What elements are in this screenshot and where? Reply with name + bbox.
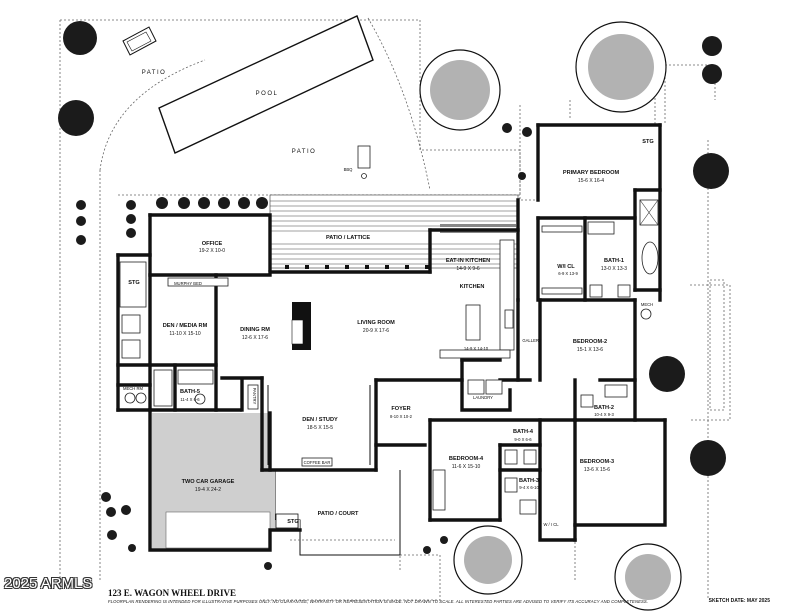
dining-dims: 12-6 X 17-6 xyxy=(242,335,268,341)
primary-bedroom-label: PRIMARY BEDROOM xyxy=(563,170,620,176)
bath5-dims: 11-4 X 6-6 xyxy=(180,397,200,402)
bath2-dims: 10-4 X 9-3 xyxy=(594,412,614,417)
mech-west-label: MECH RM xyxy=(123,386,144,391)
wic-dims: 6-9 X 13-9 xyxy=(558,271,578,276)
foyer-dims: 8-10 X 10-2 xyxy=(390,414,413,419)
den-media-label: DEN / MEDIA RM xyxy=(163,323,208,329)
copyright-watermark: 2025 ARMLS xyxy=(4,575,93,592)
patio-court-label: PATIO / COURT xyxy=(318,511,359,517)
bath2-label: BATH-2 xyxy=(594,405,614,411)
sketch-date: SKETCH DATE: MAY 2025 xyxy=(708,598,770,604)
bath4-label: BATH-4 xyxy=(513,429,534,435)
wic-label: W/I CL xyxy=(557,264,575,270)
bath5-label: BATH-5 xyxy=(180,389,200,395)
outdoor-labels: PATIO POOL PATIO BBQ PATIO / LATTICE PAT… xyxy=(142,70,371,517)
bath4-dims: 9-0 X 6-6 xyxy=(514,437,532,442)
mech-east-label: MECH xyxy=(641,302,653,307)
kitchen-eatin-dims: 14-9 X 9-6 xyxy=(456,266,480,272)
stg-primary-label: STG xyxy=(642,139,654,145)
murphy-bed-label: MURPHY BED xyxy=(174,281,202,286)
patio-middle-label: PATIO xyxy=(292,149,317,155)
living-dims: 20-9 X 17-6 xyxy=(363,328,389,334)
bedroom2-dims: 15-1 X 13-6 xyxy=(577,347,603,353)
patio-lattice-label: PATIO / LATTICE xyxy=(326,235,370,241)
gallery-label: GALLERY xyxy=(522,338,541,343)
garage-dims: 19-4 X 24-2 xyxy=(195,487,221,493)
bedroom3-label: BEDROOM-3 xyxy=(580,459,614,465)
pool xyxy=(122,15,374,154)
primary-bedroom-dims: 15-6 X 16-4 xyxy=(578,178,604,184)
fixtures xyxy=(119,199,659,529)
trees xyxy=(58,21,729,611)
room-labels: OFFICE 19-2 X 10-0 STG MURPHY BED DEN / … xyxy=(123,139,654,527)
pantry-label: PANTRY xyxy=(252,388,257,405)
walls xyxy=(116,123,667,552)
property-address: 123 E. WAGON WHEEL DRIVE xyxy=(108,588,236,598)
dining-label: DINING RM xyxy=(240,327,270,333)
garage-label: TWO CAR GARAGE xyxy=(182,479,235,485)
living-label: LIVING ROOM xyxy=(357,320,395,326)
stg-garage-label: STG xyxy=(287,519,299,525)
den-study-label: DEN / STUDY xyxy=(302,417,338,423)
kitchen-label: KITCHEN xyxy=(460,284,485,290)
bedroom4-label: BEDROOM-4 xyxy=(449,456,484,462)
office-dims: 19-2 X 10-0 xyxy=(199,248,225,254)
coffee-bar-label: COFFEE BAR xyxy=(304,460,331,465)
bbq-label: BBQ xyxy=(344,167,354,172)
stg-west-label: STG xyxy=(128,280,140,286)
bedroom4-dims: 11-6 X 15-10 xyxy=(452,464,481,470)
laundry-label: LAUNDRY xyxy=(473,395,493,400)
kitchen-dims: 14-9 X 14-10 xyxy=(464,346,489,351)
bath3-label: BATH-3 xyxy=(519,478,539,484)
den-study-dims: 18-5 X 15-5 xyxy=(307,425,333,431)
patio-north-label: PATIO xyxy=(142,70,167,76)
bedroom2-label: BEDROOM-2 xyxy=(573,339,607,345)
office-label: OFFICE xyxy=(202,241,223,247)
foyer-label: FOYER xyxy=(391,406,410,412)
kitchen-eatin-label: EAT-IN KITCHEN xyxy=(446,258,490,264)
fireplace-label: FP xyxy=(294,335,300,340)
bath3-dims: 9-4 X 6-10 xyxy=(519,485,539,490)
bedroom3-dims: 13-6 X 15-6 xyxy=(584,467,610,473)
disclaimer-text: FLOORPLAN RENDERING IS INTENDED FOR ILLU… xyxy=(108,599,649,604)
bbq-station xyxy=(357,145,371,179)
bath1-label: BATH-1 xyxy=(604,258,624,264)
wi-cl-label: W / I CL xyxy=(543,522,559,527)
pool-label: POOL xyxy=(256,91,279,97)
bath1-dims: 13-0 X 13-3 xyxy=(601,266,627,272)
den-media-dims: 11-10 X 15-10 xyxy=(169,331,201,337)
